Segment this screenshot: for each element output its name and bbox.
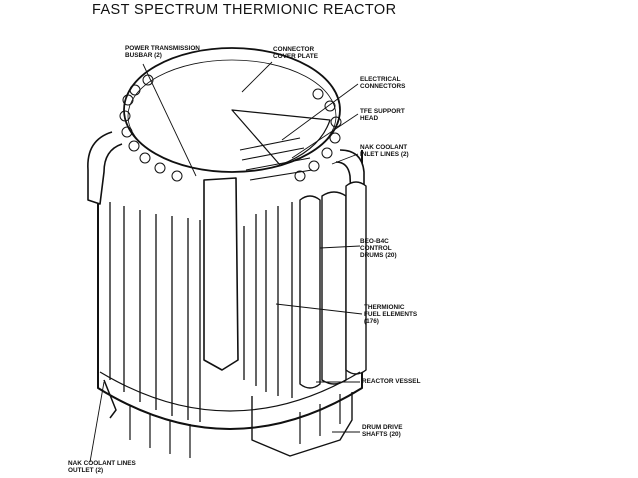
tfe-support-head	[239, 137, 313, 181]
fuel-element-tubes	[109, 202, 293, 422]
label-electrical-connectors: ELECTRICAL CONNECTORS	[360, 76, 406, 91]
label-drum-drive: DRUM DRIVE SHAFTS (20)	[362, 424, 403, 439]
base-structure	[251, 392, 353, 457]
cover-cutaway	[231, 109, 331, 166]
label-power-busbar: POWER TRANSMISSION BUSBAR (2)	[125, 45, 200, 60]
label-nak-inlet: NaK COOLANT INLET LINES (2)	[360, 144, 409, 159]
leader-lines	[89, 61, 363, 463]
nak-outlet-line	[103, 379, 117, 419]
nak-inlet-line-left	[87, 131, 123, 205]
label-connector-cover: CONNECTOR COVER PLATE	[273, 46, 318, 61]
label-nak-outlet: NaK COOLANT LINES OUTLET (2)	[68, 460, 136, 475]
diagram-title: FAST SPECTRUM THERMIONIC REACTOR	[92, 2, 397, 18]
label-fuel-elements: THERMIONIC FUEL ELEMENTS (176)	[364, 304, 418, 326]
label-reactor-vessel: REACTOR VESSEL	[362, 378, 421, 385]
drum-drive-shafts	[129, 394, 341, 458]
bolt-ring	[119, 74, 342, 182]
power-busbar	[203, 177, 239, 371]
control-drums	[299, 181, 367, 389]
label-tfe-support: TFE SUPPORT HEAD	[360, 108, 405, 123]
label-control-drums: BeO-B4C CONTROL DRUMS (20)	[360, 238, 397, 260]
reactor-vessel-band	[99, 371, 361, 412]
